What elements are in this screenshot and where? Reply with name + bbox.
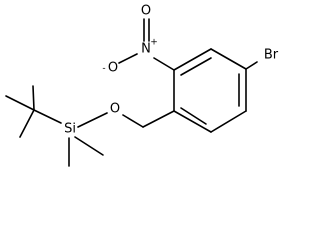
atom-label-n: N — [141, 42, 151, 57]
ring-double-bond-inner-3 — [180, 107, 207, 125]
atom-label-o-minus: O — [108, 61, 118, 76]
atom-labels: Br N + O O - O Si — [64, 4, 279, 137]
bond-tbu-methyl-2 — [5, 95, 35, 111]
bond-lines — [5, 18, 258, 167]
charge-n-plus: + — [150, 38, 158, 48]
atom-label-si: Si — [64, 122, 76, 137]
bond-ch2-o — [122, 114, 144, 128]
atom-label-o-top: O — [141, 4, 151, 19]
bond-si-methyl-2 — [74, 136, 104, 156]
bond-o-si — [77, 112, 108, 128]
chemical-structure: Br N + O O - O Si — [5, 4, 279, 167]
ring-bond-4 — [210, 110, 247, 133]
bond-n-o-single — [118, 53, 138, 64]
bond-tbu-methyl-1 — [32, 85, 35, 111]
charge-o-minus: - — [102, 64, 105, 74]
bond-si-tbu — [33, 109, 62, 124]
ring-bond-5 — [173, 110, 212, 133]
ring-bond-1 — [173, 48, 212, 71]
bond-tbu-methyl-3 — [19, 109, 35, 138]
bond-c-ch2 — [142, 110, 175, 128]
atom-label-o-ether: O — [110, 102, 120, 117]
atom-label-br: Br — [264, 48, 279, 63]
ring-double-bond-inner-1 — [180, 57, 212, 76]
bond-c-br — [245, 61, 258, 70]
bond-c-n — [153, 57, 175, 71]
ring-bond-2 — [210, 48, 247, 70]
